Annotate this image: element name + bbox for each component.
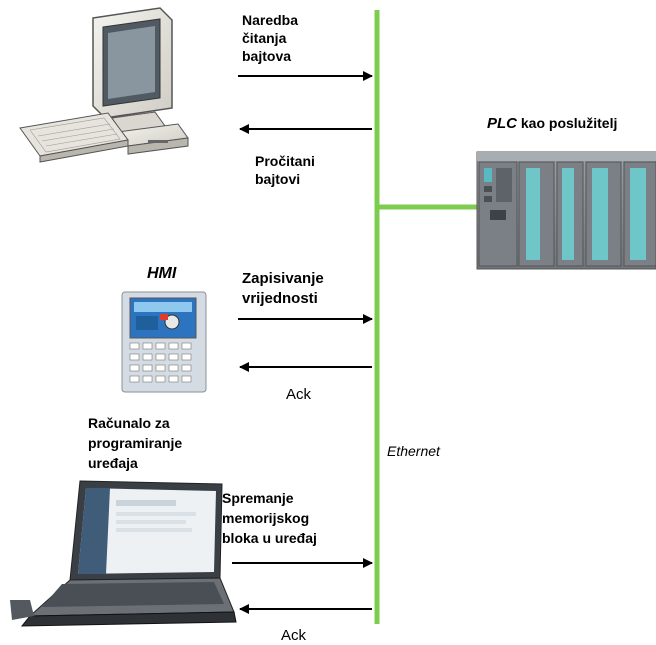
programming-pc-label: Računalo za programiranje uređaja xyxy=(88,415,183,471)
hmi-title: HMI xyxy=(147,265,177,282)
ack-label-1: Ack xyxy=(286,386,312,403)
read-bytes-label: Pročitani bajtovi xyxy=(255,153,315,187)
ack-label-2: Ack xyxy=(281,627,307,644)
desktop-computer-icon xyxy=(19,7,189,163)
ethernet-label: Ethernet xyxy=(387,443,440,459)
plc-rack-icon xyxy=(476,151,656,270)
read-command-label: Naredba čitanja bajtova xyxy=(242,12,299,64)
save-block-label: Spremanje memorijskog bloka u uređaj xyxy=(222,490,317,546)
plc-title-rest: kao poslužitelj xyxy=(517,115,618,131)
hmi-panel-icon xyxy=(121,291,207,393)
plc-title-bold: PLC xyxy=(487,115,517,132)
plc-title: PLC kao poslužitelj xyxy=(487,114,617,133)
write-values-label: Zapisivanje vrijednosti xyxy=(242,270,324,307)
laptop-icon xyxy=(10,480,237,627)
